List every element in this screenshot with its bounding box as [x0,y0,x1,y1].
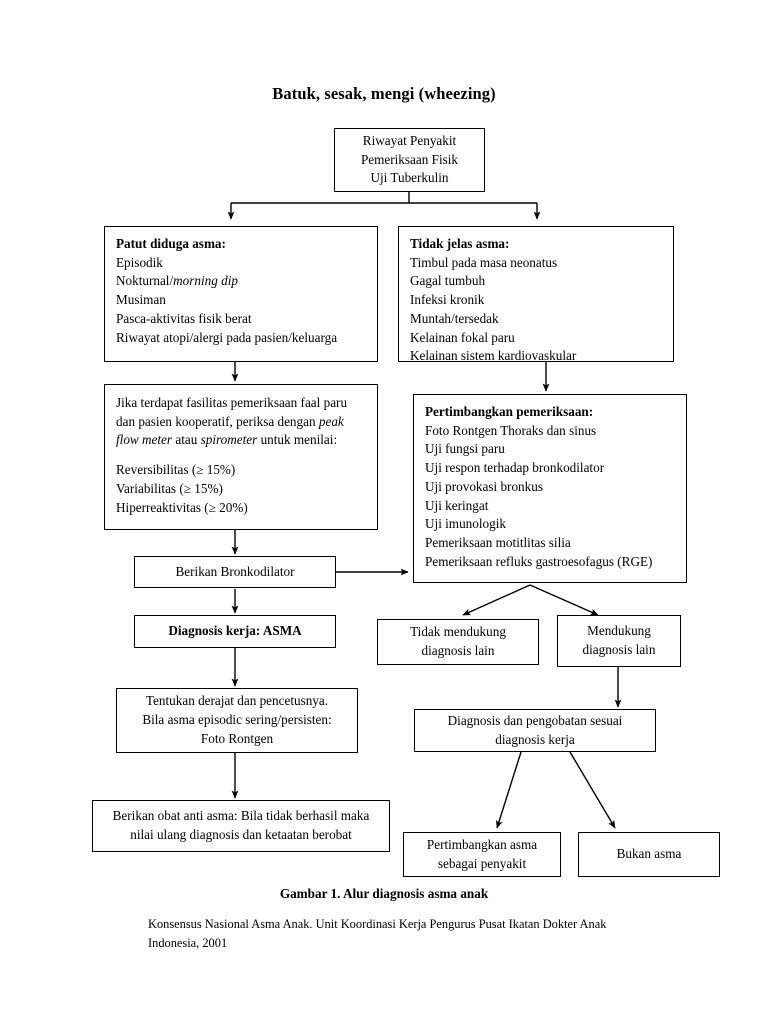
node-antiasthma-line-1: Berikan obat anti asma: Bila tidak berha… [112,808,370,824]
node-suspected-item-2-plain: Nokturnal/ [116,273,174,289]
node-considertests-item-6: Uji imunologik [425,516,506,532]
node-suspected-item-4: Pasca-aktivitas fisik berat [116,310,252,326]
node-support-line-2: diagnosis lain [582,642,656,657]
node-notasthma-label: Bukan asma [616,846,682,862]
node-lungfunction-para-3-plain-2: untuk menilai: [257,432,338,448]
node-lungfunction-spacer [116,450,365,461]
node-severity-line-2: Bila asma episodic sering/persisten: [142,712,332,728]
node-lungfunction-para-2: dan pasien kooperatif, periksa dengan pe… [116,413,365,432]
page-title: Batuk, sesak, mengi (wheezing) [272,84,496,103]
figure-caption: Gambar 1. Alur diagnosis asma anak [279,886,489,901]
node-suspected-item-2: Nokturnal/morning dip [116,272,377,291]
node-unclear-item-2: Gagal tumbuh [410,273,486,289]
node-unclear-item-5: Kelainan fokal paru [410,329,515,345]
node-lungfunction-para-1: Jika terdapat fasilitas pemeriksaan faal… [116,395,348,410]
node-lungfunction-para-3-plain-1: atau [172,432,201,448]
node-considertests-item-3: Uji respon terhadap bronkodilator [425,460,605,476]
node-lungfunction-para-3-italic-1: flow meter [116,432,173,448]
node-unclear-item-6: Kelainan sistem kardiovaskular [410,348,577,364]
connector-considertests-to-notsupport [462,584,531,616]
node-history-line-3: Uji Tuberkulin [370,170,449,186]
node-not-support-other-diagnosis: Tidak mendukung diagnosis lain [377,619,539,665]
node-diagnose-treat: Diagnosis dan pengobatan sesuai diagnosi… [414,709,656,752]
node-history-line-1: Riwayat Penyakit [362,132,457,148]
node-diagnosetreat-line-1: Diagnosis dan pengobatan sesuai [447,712,623,728]
node-notsupport-line-2: diagnosis lain [421,643,495,658]
node-considercomorbid-line-2: sebagai penyakit [437,855,527,871]
node-suspected-heading: Patut diduga asma: [116,236,226,251]
node-suspected-item-3: Musiman [116,292,166,308]
node-suspected-item-1: Episodik [116,254,163,270]
connector-considertests-to-support [529,584,599,616]
node-considertests-item-4: Uji provokasi bronkus [425,478,543,494]
node-history: Riwayat Penyakit Pemeriksaan Fisik Uji T… [334,128,485,192]
node-lungfunction-para-3: flow meter atau spirometer untuk menilai… [116,431,365,450]
node-lungfunction-measure-3: Hiperreaktivitas (≥ 20%) [116,499,248,515]
node-lungfunction-para-3-italic-2: spirometer [200,432,258,448]
connector-diagnosetreat-to-considercomorbid [495,751,522,829]
node-workingdiagnosis-label: Diagnosis kerja: ASMA [168,623,302,639]
node-consider-tests: Pertimbangkan pemeriksaan: Foto Rontgen … [413,394,687,583]
node-considertests-item-1: Foto Rontgen Thoraks dan sinus [425,422,597,438]
node-give-antiasthma: Berikan obat anti asma: Bila tidak berha… [92,800,390,852]
node-not-asthma: Bukan asma [578,832,720,877]
node-severity-line-1: Tentukan derajat dan pencetusnya. [145,693,329,709]
figure-source: Konsensus Nasional Asma Anak. Unit Koord… [148,915,676,952]
node-suspected-item-2-italic: morning dip [173,273,238,289]
node-unclear-asthma: Tidak jelas asma: Timbul pada masa neona… [398,226,674,363]
node-suspected-item-5: Riwayat atopi/alergi pada pasien/keluarg… [116,329,338,345]
node-considercomorbid-line-1: Pertimbangkan asma [426,836,538,852]
node-unclear-item-3: Infeksi kronik [410,292,485,308]
figure-source-line-2: Indonesia, 2001 [148,935,228,950]
node-severity-line-3: Foto Rontgen [200,730,274,746]
node-support-line-1: Mendukung [587,623,651,639]
node-diagnosetreat-line-2: diagnosis kerja [495,731,575,747]
node-suspected-asthma: Patut diduga asma: Episodik Nokturnal/mo… [104,226,378,362]
node-considertests-item-8: Pemeriksaan refluks gastroesofagus (RGE) [425,553,653,569]
node-considertests-item-5: Uji keringat [425,497,489,513]
node-history-line-2: Pemeriksaan Fisik [360,151,459,167]
node-considertests-heading: Pertimbangkan pemeriksaan: [425,404,594,419]
node-determine-severity: Tentukan derajat dan pencetusnya. Bila a… [116,688,358,753]
node-lungfunction-measure-1: Reversibilitas (≥ 15%) [116,462,236,478]
figure-source-line-1: Konsensus Nasional Asma Anak. Unit Koord… [148,917,607,931]
node-support-other-diagnosis: Mendukung diagnosis lain [557,615,681,667]
node-unclear-item-4: Muntah/tersedak [410,310,499,326]
node-lungfunction-para-2-italic: peak [318,413,344,429]
node-bronchodilator-label: Berikan Bronkodilator [175,563,295,579]
node-lung-function: Jika terdapat fasilitas pemeriksaan faal… [104,384,378,530]
node-unclear-item-1: Timbul pada masa neonatus [410,254,558,270]
node-considertests-item-7: Pemeriksaan motitlitas silia [425,535,571,551]
node-antiasthma-line-2: nilai ulang diagnosis dan ketaatan berob… [130,827,352,842]
node-lungfunction-para-2-plain: dan pasien kooperatif, periksa dengan [116,413,319,429]
node-working-diagnosis: Diagnosis kerja: ASMA [134,615,336,648]
node-lungfunction-measure-2: Variabilitas (≥ 15%) [116,480,223,496]
node-notsupport-line-1: Tidak mendukung [410,624,506,640]
node-considertests-item-2: Uji fungsi paru [425,441,505,457]
node-give-bronchodilator: Berikan Bronkodilator [134,556,336,588]
node-consider-asthma-comorbid: Pertimbangkan asma sebagai penyakit [403,832,561,877]
connector-diagnosetreat-to-notasthma [569,751,616,829]
node-unclear-heading: Tidak jelas asma: [410,236,510,251]
